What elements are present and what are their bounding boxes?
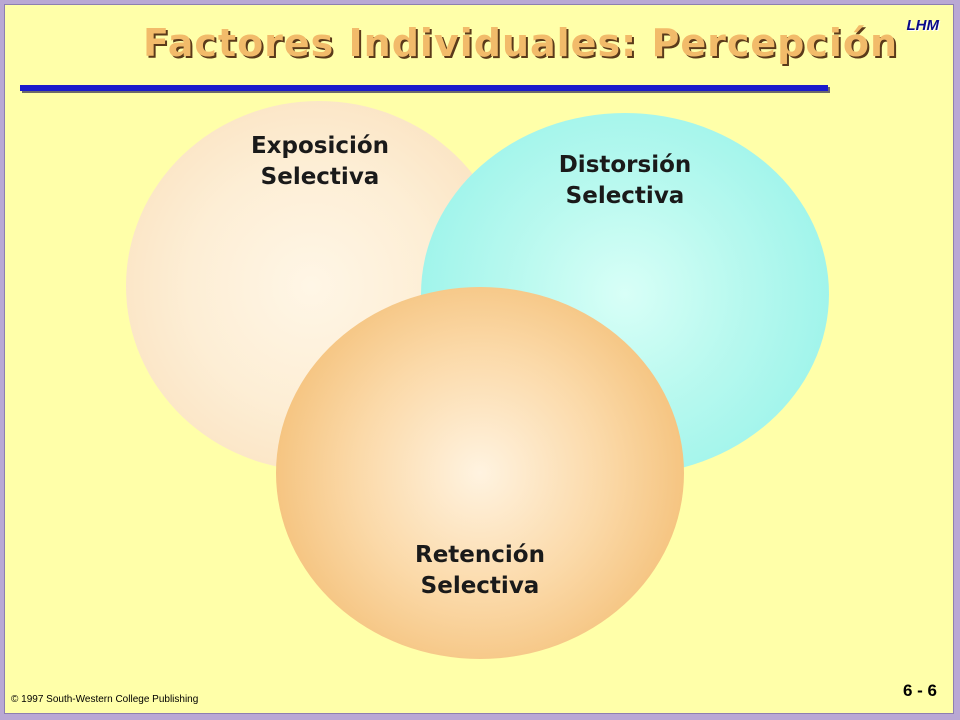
slide: Factores Individuales: Percepción LHM Ex… xyxy=(4,4,954,714)
page-number: 6 - 6 xyxy=(902,681,937,700)
title-underline xyxy=(20,85,828,91)
label-retencion: Retención Selectiva xyxy=(365,540,595,602)
label-distorsion-line1: Distorsión xyxy=(558,152,692,178)
label-exposicion-line1: Exposición xyxy=(250,133,390,159)
label-retencion-line2: Selectiva xyxy=(420,573,540,599)
label-distorsion: Distorsión Selectiva xyxy=(510,150,740,212)
label-retencion-line1: Retención xyxy=(415,542,545,568)
label-exposicion-line2: Selectiva xyxy=(260,164,380,190)
author-tag: LHM xyxy=(906,17,940,34)
copyright-notice: © 1997 South-Western College Publishing xyxy=(11,694,199,705)
circle-retencion xyxy=(276,287,684,659)
label-distorsion-line2: Selectiva xyxy=(565,183,685,209)
slide-title: Factores Individuales: Percepción xyxy=(143,21,899,65)
label-exposicion: Exposición Selectiva xyxy=(205,131,435,193)
